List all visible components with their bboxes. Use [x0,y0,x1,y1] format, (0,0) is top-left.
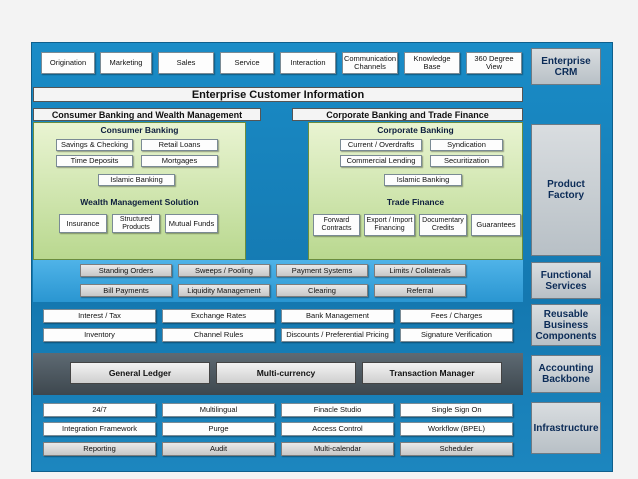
islamic-banking-consumer: Islamic Banking [98,174,175,186]
securitization: Securitization [430,155,503,167]
consumer-banking-title: Consumer Banking [100,125,179,135]
cbwm-heading: Consumer Banking and Wealth Management [33,108,261,121]
standing-orders: Standing Orders [80,264,172,277]
module-communication-channels: Communication Channels [342,52,398,74]
liquidity-management: Liquidity Management [178,284,270,297]
fees-charges: Fees / Charges [400,309,513,323]
module-sales: Sales [158,52,214,74]
inventory: Inventory [43,328,156,342]
syndication: Syndication [430,139,503,151]
exchange-rates: Exchange Rates [162,309,275,323]
infra-access-control: Access Control [281,422,394,436]
infra-reporting: Reporting [43,442,156,456]
mortgages: Mortgages [141,155,218,167]
module-360-degree-view: 360 Degree View [466,52,522,74]
module-origination: Origination [41,52,95,74]
time-deposits: Time Deposits [56,155,133,167]
infra-24-7: 24/7 [43,403,156,417]
documentary-credits: Documentary Credits [419,214,467,236]
infrastructure-label: Infrastructure [531,402,601,454]
transaction-manager: Transaction Manager [362,362,502,384]
reusable-business-components-label: Reusable Business Components [531,304,601,346]
retail-loans: Retail Loans [141,139,218,151]
infra-workflow-bpel: Workflow (BPEL) [400,422,513,436]
infra-single-sign-on: Single Sign On [400,403,513,417]
savings-checking: Savings & Checking [56,139,133,151]
guarantees: Guarantees [471,214,521,236]
infra-finacle-studio: Finacle Studio [281,403,394,417]
module-service: Service [220,52,274,74]
multi-currency: Multi-currency [216,362,356,384]
general-ledger: General Ledger [70,362,210,384]
module-knowledge-base: Knowledge Base [404,52,460,74]
infra-scheduler: Scheduler [400,442,513,456]
clearing: Clearing [276,284,368,297]
commercial-lending: Commercial Lending [340,155,422,167]
insurance: Insurance [59,214,107,233]
export-import-financing: Export / Import Financing [364,214,415,236]
module-marketing: Marketing [100,52,152,74]
interest-tax: Interest / Tax [43,309,156,323]
product-factory-label: Product Factory [531,124,601,256]
accounting-backbone-label: Accounting Backbone [531,355,601,393]
trade-finance-title: Trade Finance [386,197,445,207]
bank-management: Bank Management [281,309,394,323]
structured-products: Structured Products [112,214,160,233]
islamic-banking-corporate: Islamic Banking [384,174,462,186]
cbtf-heading: Corporate Banking and Trade Finance [292,108,523,121]
functional-services-label: Functional Services [531,262,601,299]
sweeps-pooling: Sweeps / Pooling [178,264,270,277]
limits-collaterals: Limits / Collaterals [374,264,466,277]
corporate-banking-title: Corporate Banking [377,125,454,135]
signature-verification: Signature Verification [400,328,513,342]
enterprise-customer-information-banner: Enterprise Customer Information [33,87,523,102]
referral: Referral [374,284,466,297]
infra-integration-framework: Integration Framework [43,422,156,436]
enterprise-crm-label: Enterprise CRM [531,48,601,85]
forward-contracts: Forward Contracts [313,214,360,236]
channel-rules: Channel Rules [162,328,275,342]
wealth-management-title: Wealth Management Solution [80,197,199,207]
infra-purge: Purge [162,422,275,436]
infra-multi-calendar: Multi-calendar [281,442,394,456]
module-interaction: Interaction [280,52,336,74]
infra-audit: Audit [162,442,275,456]
payment-systems: Payment Systems [276,264,368,277]
bill-payments: Bill Payments [80,284,172,297]
current-overdrafts: Current / Overdrafts [340,139,422,151]
discounts-preferential-pricing: Discounts / Preferential Pricing [281,328,394,342]
mutual-funds: Mutual Funds [165,214,218,233]
infra-multilingual: Multilingual [162,403,275,417]
